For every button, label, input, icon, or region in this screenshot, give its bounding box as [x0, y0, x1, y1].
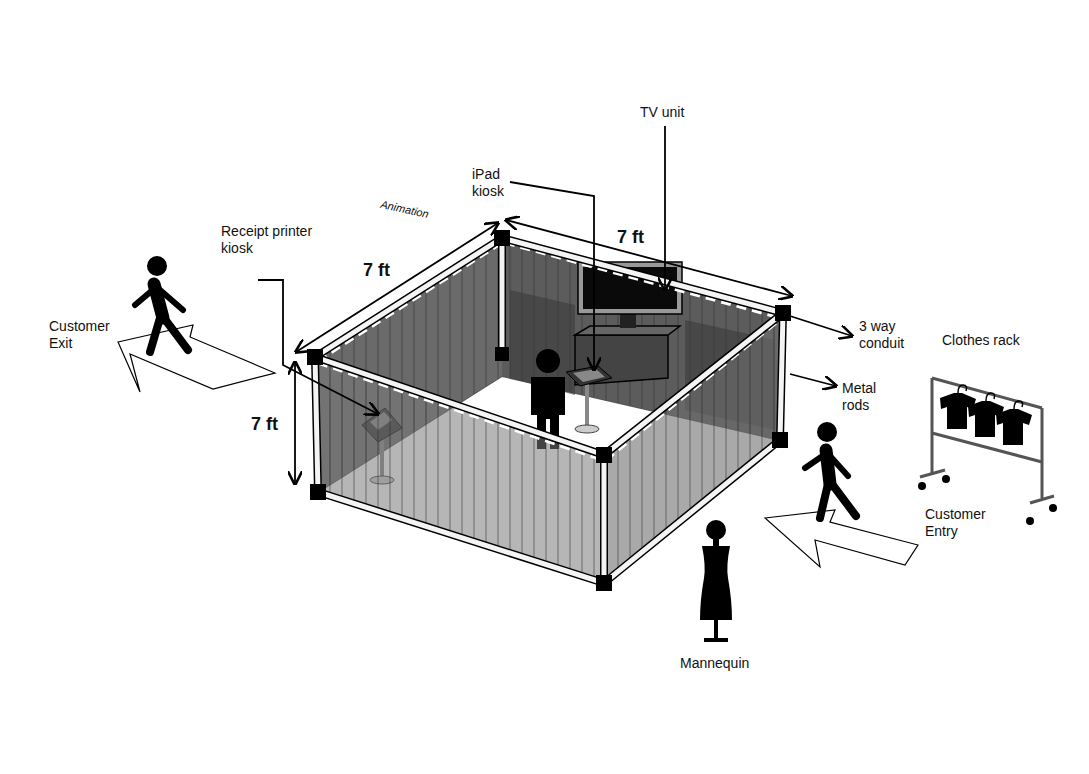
mannequin-label: Mannequin [680, 655, 749, 672]
ipad-label: iPad kiosk [472, 166, 517, 200]
printer-label: Receipt printer kiosk [221, 223, 313, 257]
animation-note: Animation [379, 198, 430, 221]
tv-label: TV unit [640, 104, 684, 121]
rack-label: Clothes rack [942, 332, 1020, 349]
conduit-label: 3 way conduit [859, 318, 917, 352]
exit-label: Customer Exit [49, 318, 121, 352]
dimension-label: 7 ft [251, 413, 278, 435]
dimension-label: 7 ft [363, 259, 390, 281]
entry-label: Customer Entry [925, 506, 1003, 540]
dimension-label: 7 ft [617, 226, 644, 248]
rods-label: Metal rods [842, 380, 887, 414]
